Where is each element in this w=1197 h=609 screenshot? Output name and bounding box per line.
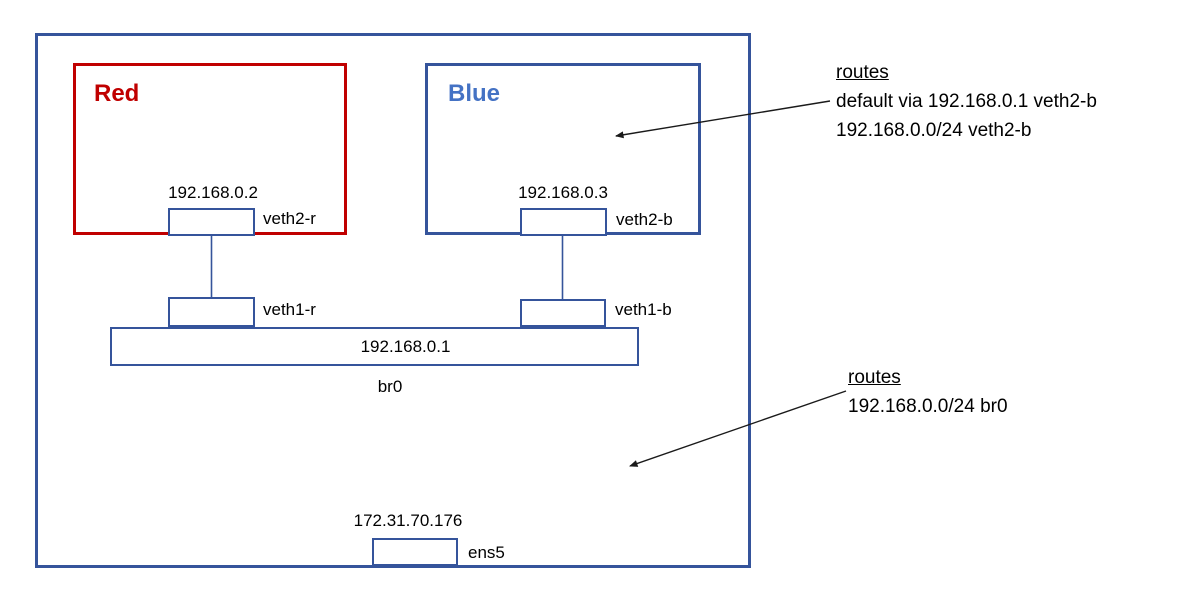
veth1-b-label: veth1-b [615, 300, 672, 319]
red-ip-label: 192.168.0.2 [168, 183, 258, 202]
veth1-r-label: veth1-r [263, 300, 316, 319]
veth1-r-interface-rect [168, 297, 255, 327]
blue-routes-annotation: routes default via 192.168.0.1 veth2-b 1… [836, 58, 1097, 145]
bridge-ip: 192.168.0.1 [360, 336, 451, 356]
host-routes-annotation: routes 192.168.0.0/24 br0 [848, 363, 1008, 421]
veth2-r-label: veth2-r [263, 209, 316, 228]
host-route-line-1: 192.168.0.0/24 br0 [848, 396, 1008, 417]
bridge-name-label: br0 [377, 377, 403, 396]
bridge-rect: 192.168.0.1 [110, 327, 639, 366]
blue-routes-title: routes [836, 62, 889, 83]
ens5-label: ens5 [468, 543, 505, 562]
blue-ip-label: 192.168.0.3 [518, 183, 608, 202]
veth2-b-interface-rect [520, 208, 607, 236]
veth2-b-label: veth2-b [616, 210, 673, 229]
blue-route-line-1: default via 192.168.0.1 veth2-b [836, 91, 1097, 112]
veth2-r-interface-rect [168, 208, 255, 236]
red-namespace-label: Red [94, 80, 140, 107]
ens5-ip-label: 172.31.70.176 [353, 511, 463, 530]
host-routes-title: routes [848, 367, 901, 388]
blue-route-line-2: 192.168.0.0/24 veth2-b [836, 120, 1032, 141]
ens5-interface-rect [372, 538, 458, 566]
veth1-b-interface-rect [520, 299, 606, 327]
blue-namespace-label: Blue [448, 80, 501, 107]
host-box [35, 33, 751, 568]
